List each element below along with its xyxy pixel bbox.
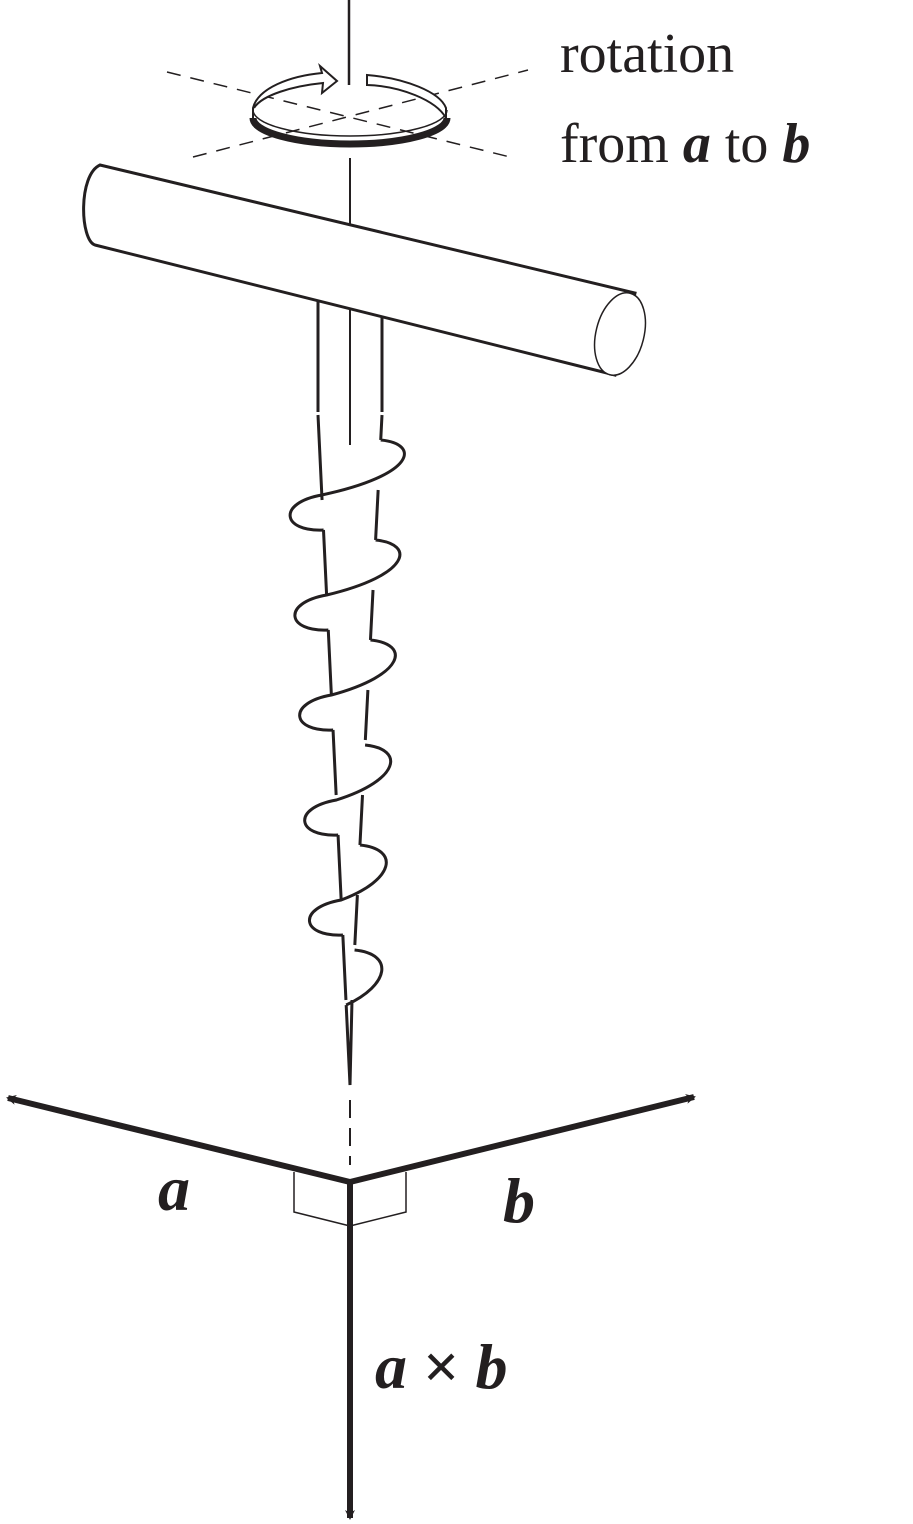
- rotation-label-line2: from a to b: [560, 113, 810, 175]
- vector-b-arrow: [349, 1094, 696, 1185]
- corkscrew-handle: [82, 163, 647, 377]
- corkscrew-shaft: [316, 300, 384, 412]
- helix-path: [288, 414, 406, 1086]
- rotation-arrow-icon: [249, 62, 451, 148]
- cross-product-label: a × b: [375, 1331, 507, 1402]
- vector-b-label: b: [503, 1165, 535, 1236]
- vector-a-arrow: [6, 1095, 351, 1185]
- rotation-axis: [347, 0, 351, 1165]
- vector-a-label: a: [158, 1153, 190, 1224]
- right-angle-marker-left: [293, 1172, 351, 1227]
- right-angle-marker-right: [349, 1172, 407, 1227]
- rotation-label-line1: rotation: [560, 23, 734, 85]
- corkscrew-helix: [288, 414, 406, 1086]
- rotation-plane-dashed-lines: [166, 69, 529, 158]
- vector-arrows: [6, 1094, 696, 1520]
